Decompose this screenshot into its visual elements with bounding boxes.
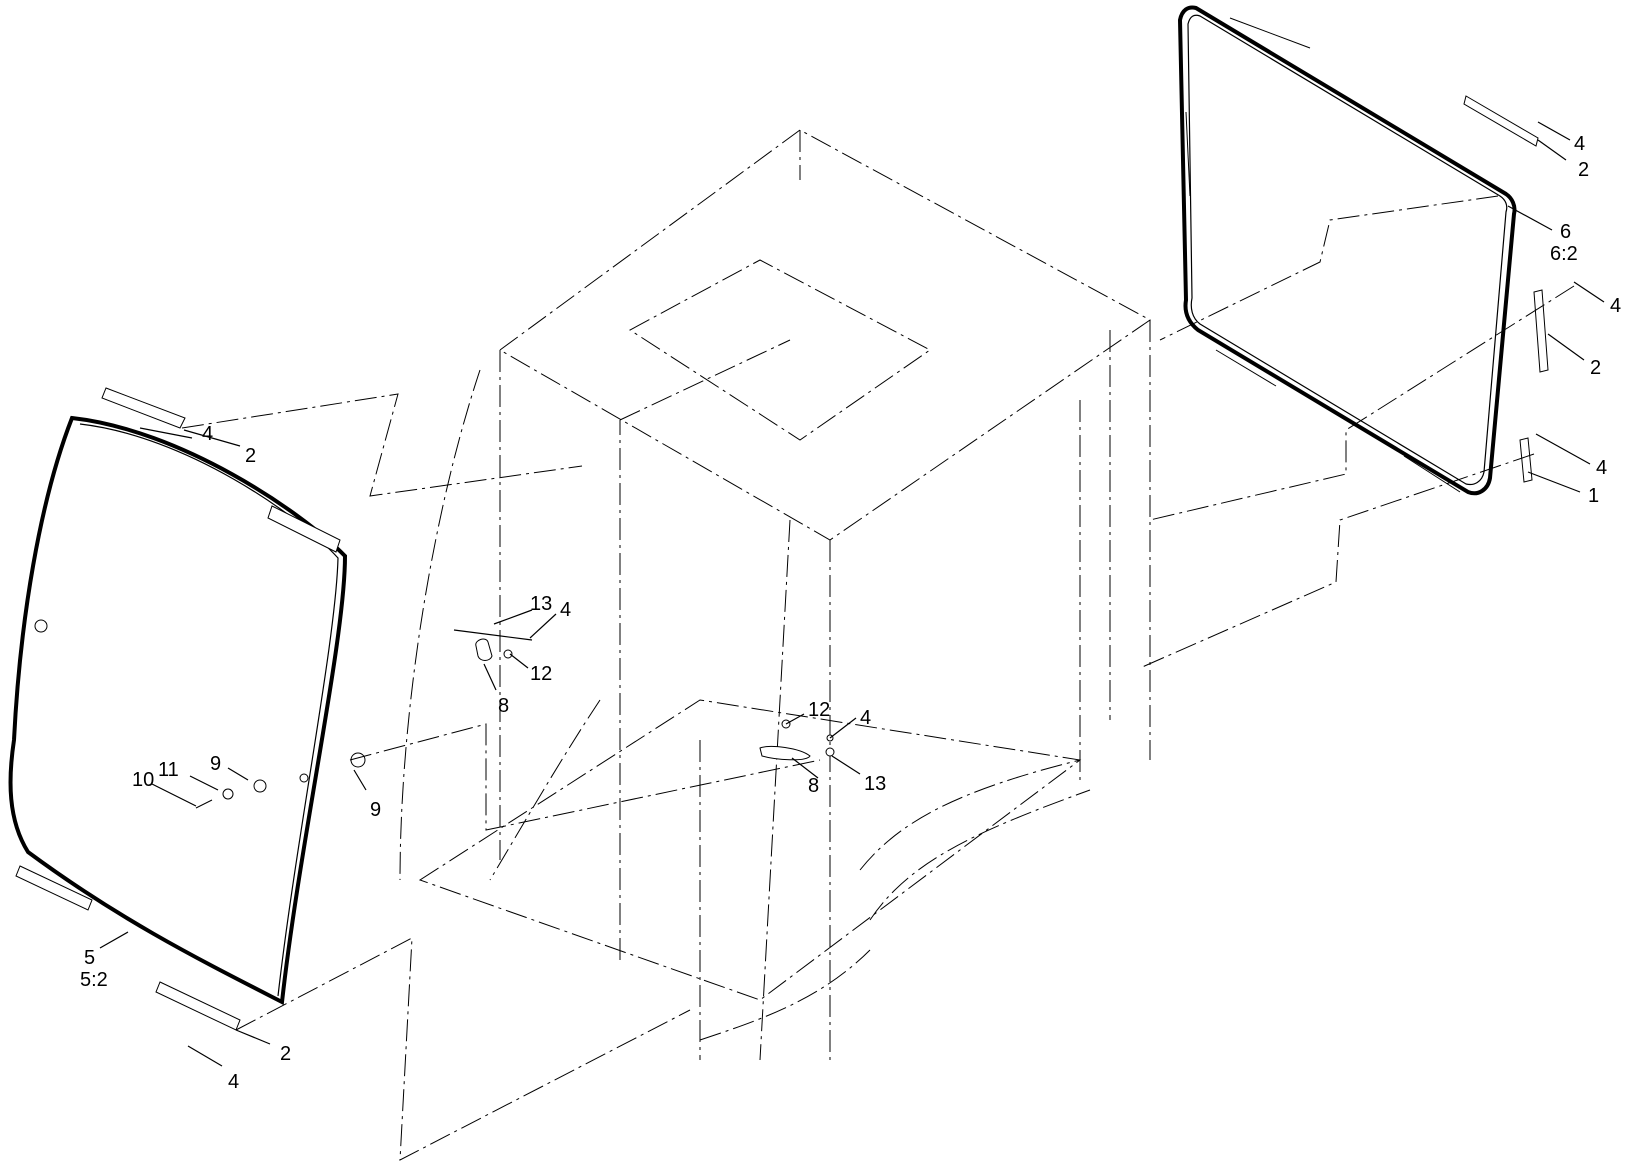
hinge-tab xyxy=(1229,17,1311,49)
callout-label: 12 xyxy=(530,663,552,685)
callout-label: 2 xyxy=(245,445,256,467)
bushing-icon xyxy=(350,752,366,768)
callout-label: 8 xyxy=(808,775,819,797)
callout-label: 9 xyxy=(370,799,381,821)
hinge-bracket xyxy=(155,981,241,1031)
callout-label: 4 xyxy=(860,707,871,729)
hinge-bracket xyxy=(267,505,341,553)
callout-labels: 2 4 2 4 5 5:2 9 9 10 11 13 4 12 8 12 4 8… xyxy=(80,133,1621,1093)
callout-label: 4 xyxy=(228,1071,239,1093)
callout-label: 2 xyxy=(1578,159,1589,181)
bracket-icon xyxy=(1463,95,1539,147)
callout-label: 6 xyxy=(1560,221,1571,243)
callout-label: 13 xyxy=(530,593,552,615)
hinge-tab xyxy=(1185,111,1191,197)
washer-icon xyxy=(253,779,267,793)
callout-label: 4 xyxy=(1596,457,1607,479)
callout-label: 4 xyxy=(1574,133,1585,155)
callout-label: 1 xyxy=(1588,485,1599,507)
callout-label: 11 xyxy=(158,759,179,781)
callout-label: 12 xyxy=(808,699,830,721)
mid-latch-hardware xyxy=(453,629,835,761)
washer-icon xyxy=(299,773,309,783)
latch-plate-icon xyxy=(759,745,811,761)
hinge-bracket xyxy=(15,865,93,911)
cab-frame xyxy=(399,129,1151,1061)
callout-label: 9 xyxy=(210,753,221,775)
leader-lines xyxy=(99,121,1605,1067)
latch-plate-icon xyxy=(475,638,493,661)
washer-icon xyxy=(222,788,234,800)
bolt-icon xyxy=(195,799,213,809)
callout-label: 4 xyxy=(560,599,571,621)
hinge-tab xyxy=(1403,455,1461,493)
right-window-glass xyxy=(1139,5,1575,669)
callout-label: 6:2 xyxy=(1550,243,1578,265)
callout-label: 5:2 xyxy=(80,969,108,991)
callout-label: 5 xyxy=(84,947,95,969)
left-window-glass xyxy=(8,387,821,1031)
washer-icon xyxy=(503,649,513,659)
callout-label: 4 xyxy=(202,423,213,445)
hinge-tab xyxy=(1215,349,1277,387)
knob-icon xyxy=(34,619,48,633)
callout-label: 13 xyxy=(864,773,886,795)
hinge-bracket xyxy=(101,387,186,429)
callout-label: 2 xyxy=(280,1043,291,1065)
callout-label: 2 xyxy=(1590,357,1601,379)
washer-icon xyxy=(825,747,835,757)
callout-label: 8 xyxy=(498,695,509,717)
callout-label: 10 xyxy=(132,769,154,791)
bracket-icon xyxy=(1519,437,1533,483)
bracket-icon xyxy=(1533,289,1549,373)
callout-label: 4 xyxy=(1610,295,1621,317)
